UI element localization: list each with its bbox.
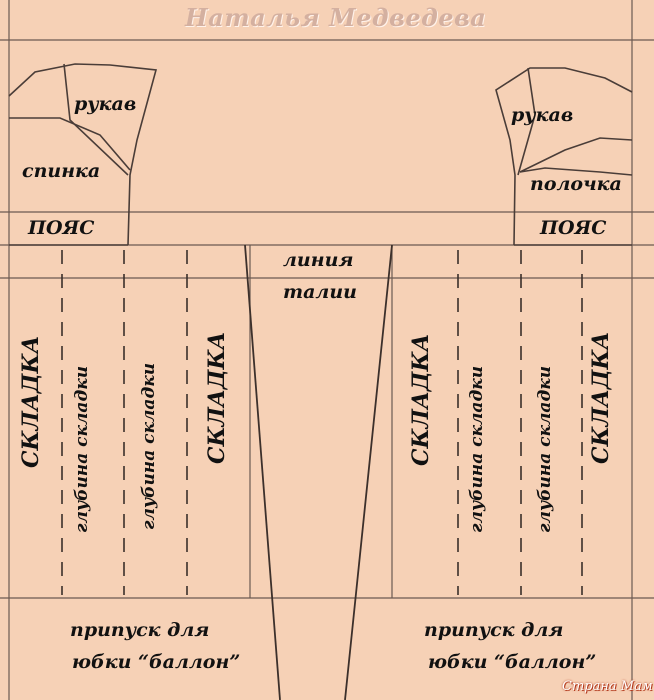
hem-allowance-right-2: юбки “баллон” <box>428 651 597 673</box>
bodice-right <box>495 67 633 246</box>
hem-allowance-right-1: припуск для <box>424 619 564 641</box>
waistband-right-label: ПОЯС <box>540 217 607 239</box>
sleeve-right-label: рукав <box>511 104 574 126</box>
hem-allowance-left-2: юбки “баллон” <box>72 651 241 673</box>
front-label: полочка <box>530 173 622 195</box>
fold-depth-label: глубина складки <box>72 365 92 533</box>
waist-line-label-2: талии <box>283 281 357 303</box>
fold-label: СКЛАДКА <box>408 333 434 466</box>
fold-depth-label: глубина складки <box>467 365 487 533</box>
author-title: Наталья Медведева <box>185 3 487 32</box>
fold-label: СКЛАДКА <box>588 331 614 464</box>
waistband-left-label: ПОЯС <box>28 217 95 239</box>
fold-label: СКЛАДКА <box>18 335 44 468</box>
fold-label: СКЛАДКА <box>204 331 230 464</box>
waist-line-label-1: линия <box>283 249 354 271</box>
watermark: Страна Мам <box>562 679 653 694</box>
fold-depth-label: глубина складки <box>535 365 555 533</box>
bodice-left <box>8 63 158 246</box>
fold-depth-label: глубина складки <box>139 362 159 530</box>
fold-dashed-lines <box>61 250 583 595</box>
sleeve-left-label: рукав <box>74 93 137 115</box>
back-label: спинка <box>22 160 101 182</box>
gusset-lines <box>244 244 393 700</box>
hem-allowance-left-1: припуск для <box>70 619 210 641</box>
